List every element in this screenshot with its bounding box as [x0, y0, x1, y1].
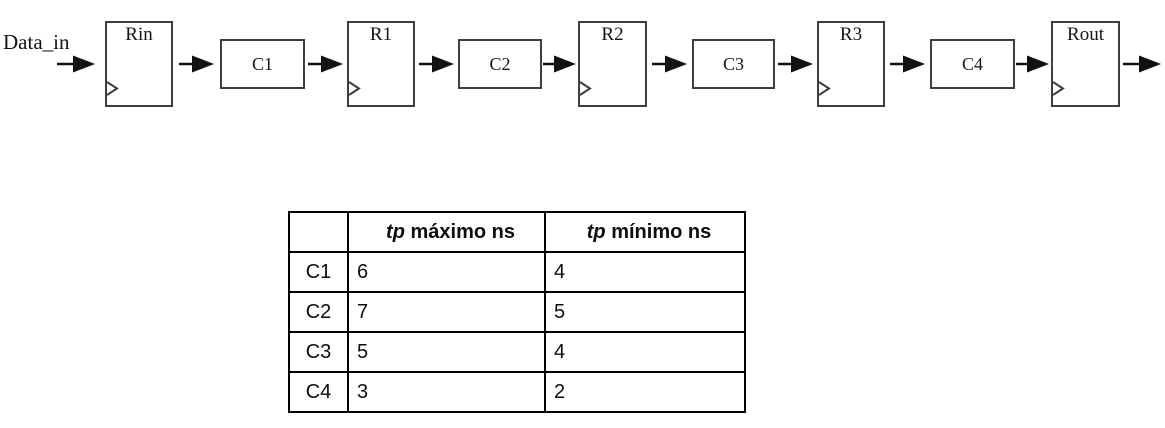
combo-block-c4: C4 — [930, 39, 1015, 89]
tp-max-value: 7 — [347, 291, 546, 333]
signal-arrow-icon — [415, 54, 458, 74]
register-rin: Rin — [105, 21, 173, 107]
signal-arrow-icon — [647, 54, 692, 74]
register-label: R1 — [369, 24, 393, 45]
clock-edge-icon — [348, 81, 361, 96]
header-empty-cell — [288, 211, 349, 253]
table-row: C4 3 2 — [288, 371, 746, 413]
register-r3: R3 — [817, 21, 885, 107]
combo-label: C1 — [251, 53, 273, 74]
register-label: R3 — [839, 24, 863, 45]
tp-symbol: tp — [386, 220, 405, 243]
tp-max-value: 3 — [347, 371, 546, 413]
tp-min-text: mínimo ns — [605, 220, 712, 243]
tp-max-value: 6 — [347, 251, 546, 293]
register-r1: R1 — [347, 21, 415, 107]
register-label: Rin — [125, 24, 153, 45]
signal-arrow-icon — [542, 54, 578, 74]
tp-symbol: tp — [586, 220, 606, 243]
register-rout: Rout — [1051, 21, 1120, 107]
register-label: R2 — [601, 24, 624, 45]
row-label: C2 — [288, 291, 349, 333]
data-in-arrow-icon — [57, 54, 97, 74]
combo-block-c1: C1 — [220, 39, 305, 89]
pipeline-diagram: Data_in Rin C1 R1 C2 — [0, 8, 1165, 120]
combo-label: C4 — [961, 53, 983, 74]
tp-min-value: 5 — [544, 291, 746, 333]
table-row: C3 5 4 — [288, 331, 746, 373]
tp-max-value: 5 — [347, 331, 546, 373]
table-header-row: tp máximo ns tp mínimo ns — [288, 211, 746, 253]
tp-min-value: 4 — [544, 331, 746, 373]
signal-arrow-icon — [173, 54, 220, 74]
clock-edge-icon — [1052, 81, 1065, 96]
signal-arrow-icon — [305, 54, 347, 74]
combo-label: C2 — [489, 53, 511, 74]
signal-arrow-icon — [885, 54, 930, 74]
register-r2: R2 — [578, 21, 647, 107]
signal-arrow-icon — [775, 54, 817, 74]
header-tp-max: tp máximo ns — [347, 211, 546, 253]
combo-block-c3: C3 — [692, 39, 775, 89]
header-tp-min: tp mínimo ns — [544, 211, 746, 253]
tp-min-value: 4 — [544, 251, 746, 293]
clock-edge-icon — [106, 81, 119, 96]
register-label: Rout — [1067, 24, 1104, 45]
row-label: C4 — [288, 371, 349, 413]
table-row: C1 6 4 — [288, 251, 746, 293]
clock-edge-icon — [818, 81, 831, 96]
data-in-group: Data_in — [3, 30, 97, 74]
table-row: C2 7 5 — [288, 291, 746, 333]
data-out-arrow-icon — [1120, 54, 1165, 74]
combo-label: C3 — [722, 53, 744, 74]
combo-block-c2: C2 — [458, 39, 542, 89]
clock-edge-icon — [579, 81, 592, 96]
tp-max-text: máximo ns — [404, 220, 515, 243]
timing-table: tp máximo ns tp mínimo ns C1 6 4 C2 7 5 … — [288, 211, 746, 413]
row-label: C3 — [288, 331, 349, 373]
tp-min-value: 2 — [544, 371, 746, 413]
signal-arrow-icon — [1015, 54, 1051, 74]
data-in-label: Data_in — [3, 30, 70, 54]
row-label: C1 — [288, 251, 349, 293]
